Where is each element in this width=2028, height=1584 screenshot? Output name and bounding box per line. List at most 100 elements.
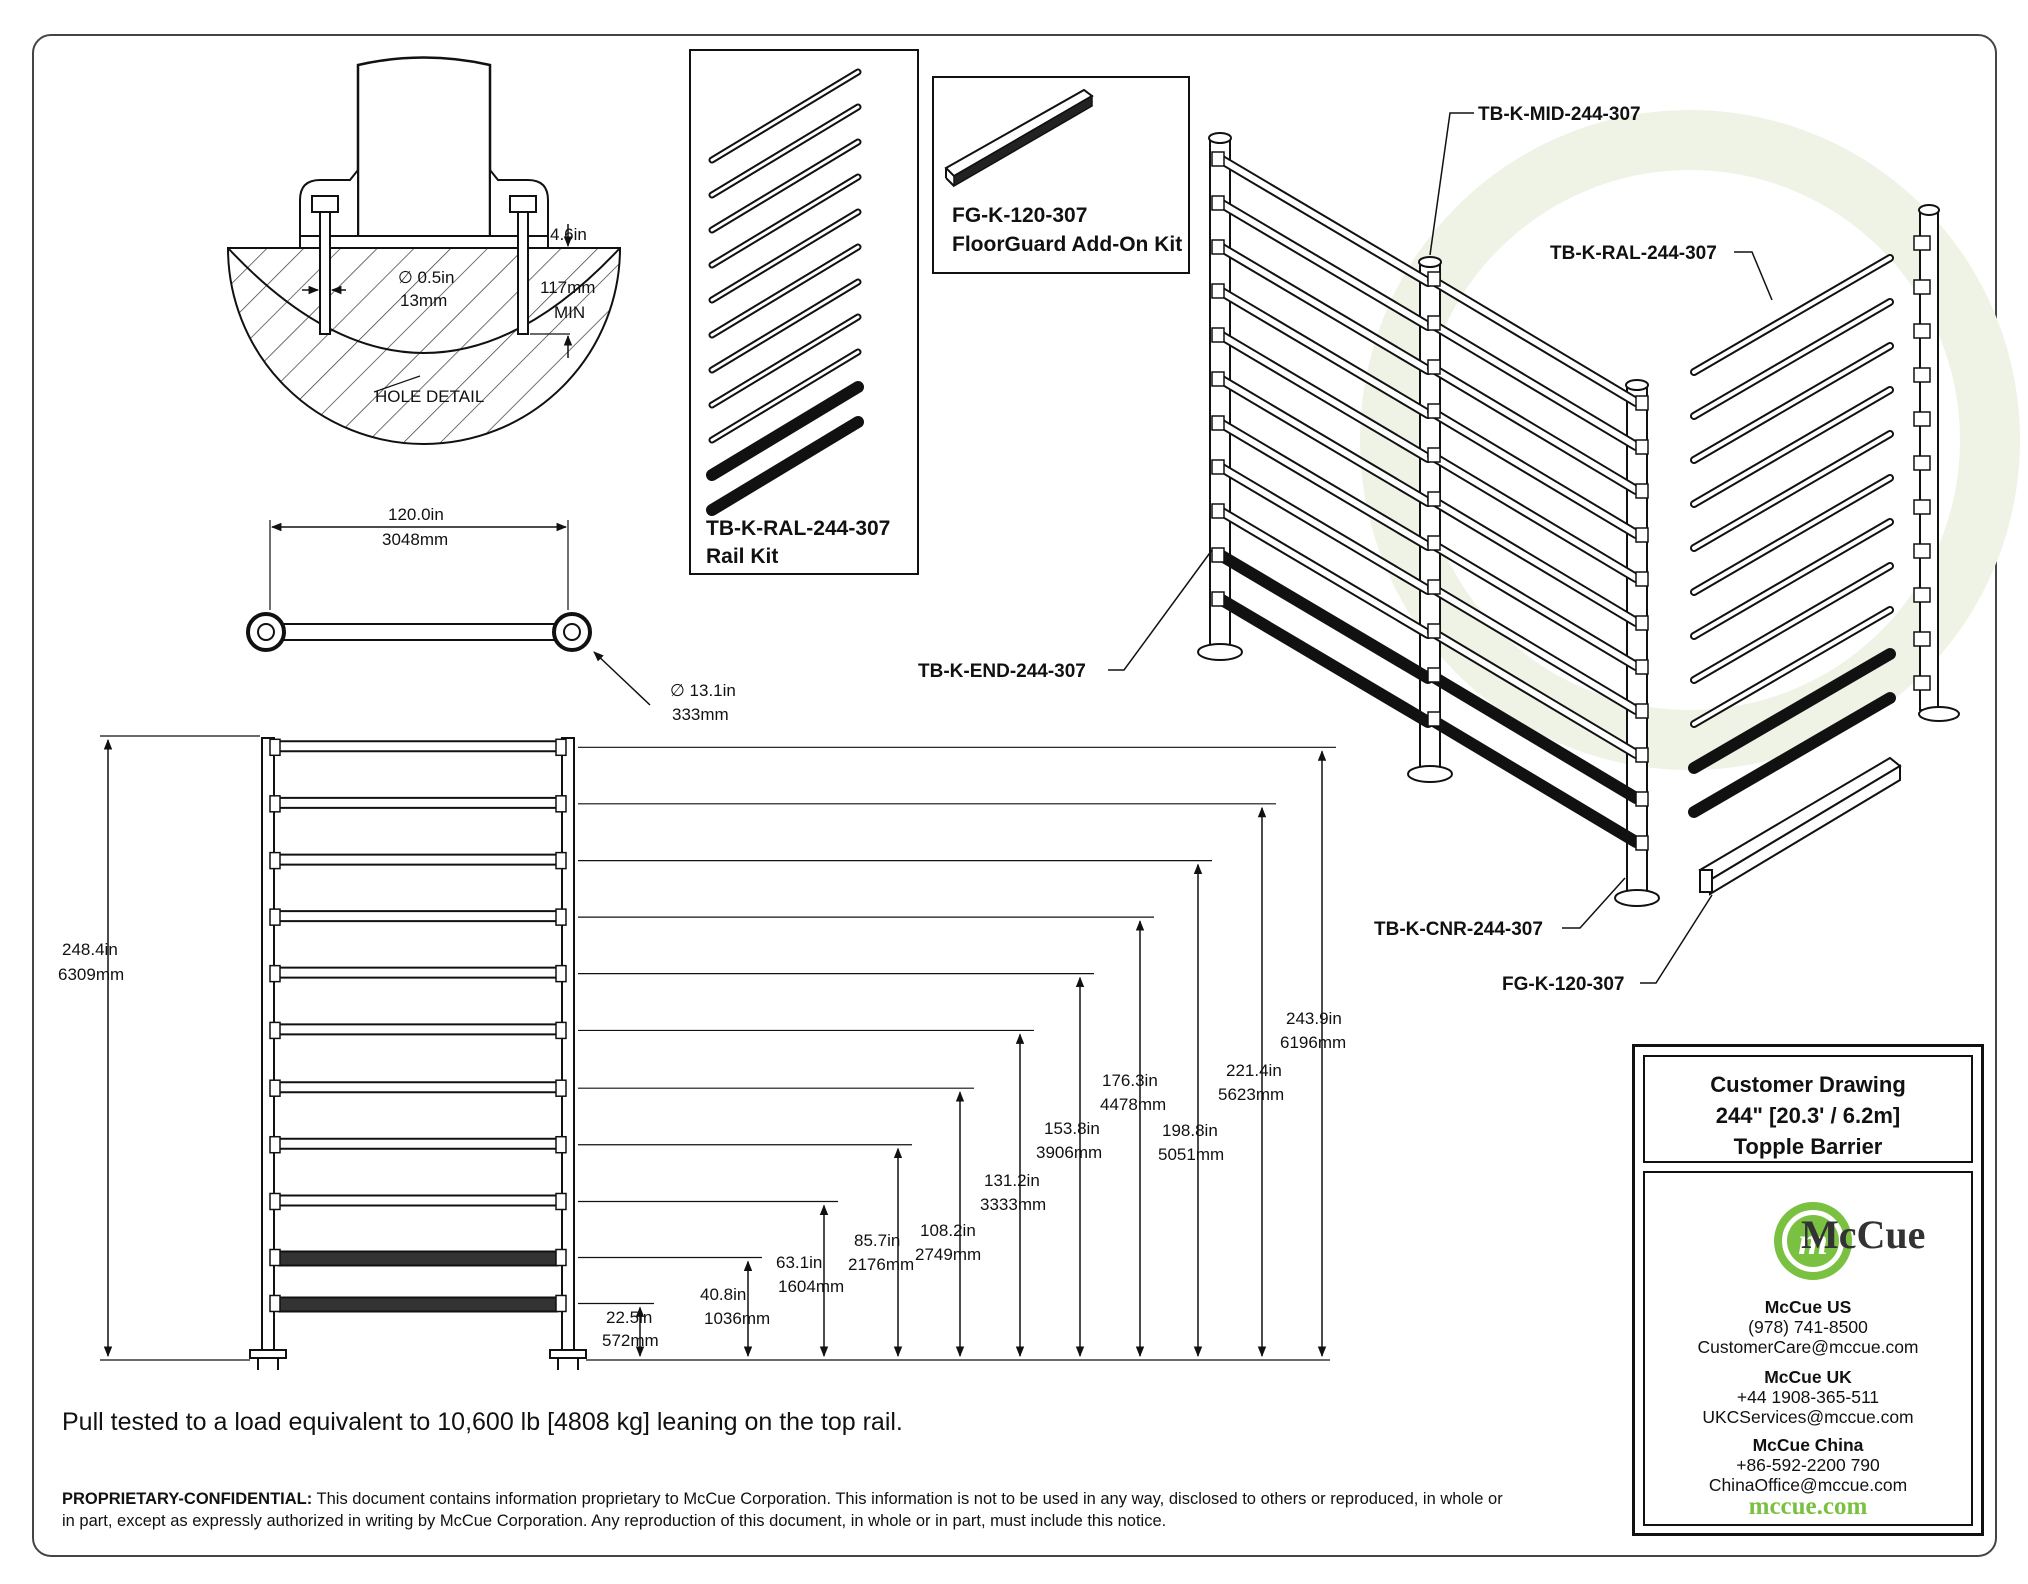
- exploded-rail-fill: [1692, 564, 1892, 682]
- exploded-connector: [1913, 543, 1931, 559]
- hole-detail: [226, 56, 622, 445]
- office-name: McCue China: [1752, 1435, 1864, 1455]
- website-link[interactable]: mccue.com: [1748, 1493, 1868, 1520]
- iso-rail-right-fill: [1429, 497, 1639, 625]
- kit-rail-highlight: [710, 245, 860, 337]
- iso-connector: [1635, 483, 1649, 499]
- top-width-in: 120.0in: [388, 505, 444, 524]
- office-phone: (978) 741-8500: [1748, 1317, 1868, 1337]
- iso-rail-left-fill: [1219, 377, 1431, 505]
- exploded-connector: [1913, 587, 1931, 603]
- isometric-assembly: [1197, 132, 1960, 907]
- iso-connector: [1211, 195, 1225, 211]
- iso-connector: [1211, 503, 1225, 519]
- front-rail: [275, 1081, 561, 1094]
- confidential-heading: PROPRIETARY-CONFIDENTIAL:: [62, 1490, 313, 1508]
- exploded-floorguard: [1698, 756, 1902, 896]
- front-rail: [275, 1250, 561, 1267]
- rail-connector: [269, 908, 281, 926]
- office-email: CustomerCare@mccue.com: [1697, 1337, 1919, 1357]
- mccue-logo: m McCue: [1703, 1201, 1925, 1281]
- exploded-connector: [1913, 499, 1931, 515]
- iso-connector: [1211, 239, 1225, 255]
- rail-height-in: 221.4in: [1226, 1061, 1282, 1080]
- iso-rail-right-fill: [1429, 277, 1639, 405]
- rail-connector: [269, 795, 281, 813]
- iso-connector: [1427, 711, 1441, 727]
- rail-height-in: 198.8in: [1162, 1121, 1218, 1140]
- iso-rail-right-fill: [1429, 365, 1639, 493]
- exploded-connector: [1913, 631, 1931, 647]
- top-width-mm: 3048mm: [382, 530, 448, 549]
- confidential-text: This document contains information propr…: [62, 1490, 1503, 1530]
- rail-connector: [269, 1135, 281, 1154]
- exploded-connector: [1913, 455, 1931, 471]
- iso-connector: [1635, 791, 1649, 807]
- exploded-rail-fill: [1692, 300, 1892, 418]
- iso-rail-right-fill: [1429, 541, 1639, 669]
- rail-connector: [555, 908, 567, 926]
- iso-rail-left-fill: [1219, 465, 1431, 593]
- iso-connector: [1211, 591, 1225, 607]
- rail-connector: [269, 1294, 281, 1313]
- exploded-rail: [1688, 692, 1896, 818]
- floorguard-illustration: [944, 88, 1094, 188]
- front-rail: [275, 1023, 561, 1036]
- title-line-3: Topple Barrier: [1733, 1134, 1883, 1159]
- logo-letter: m: [1798, 1221, 1828, 1263]
- rail-height-in: 85.7in: [854, 1231, 900, 1250]
- iso-rail-right-fill: [1429, 629, 1639, 757]
- hole-depth-mm: 117mm: [540, 278, 595, 297]
- rail-connector: [555, 964, 567, 983]
- iso-connector: [1635, 615, 1649, 631]
- front-rail: [275, 853, 561, 866]
- iso-rail-left: [1216, 550, 1434, 684]
- rail-kit-part: TB-K-RAL-244-307: [706, 517, 890, 540]
- kit-rail-highlight: [710, 175, 860, 267]
- overall-height-mm: 6309mm: [58, 965, 124, 984]
- iso-connector: [1427, 403, 1441, 419]
- rail-connector: [269, 1192, 281, 1211]
- load-test-note: Pull tested to a load equivalent to 10,6…: [62, 1408, 903, 1436]
- office-name: McCue UK: [1764, 1367, 1852, 1387]
- office-uk: McCue UK +44 1908-365-511 UKCServices@mc…: [1645, 1367, 1971, 1427]
- rail-height-mm: 4478mm: [1100, 1095, 1166, 1114]
- iso-connector: [1427, 491, 1441, 507]
- iso-connector: [1635, 571, 1649, 587]
- iso-rail-right: [1426, 670, 1642, 804]
- exploded-rail-fill: [1692, 476, 1892, 594]
- rail-height-in: 153.8in: [1044, 1119, 1100, 1138]
- iso-connector: [1211, 151, 1225, 167]
- front-rail: [275, 966, 561, 979]
- rail-height-in: 63.1in: [776, 1253, 822, 1272]
- callout-floorguard: FG-K-120-307: [1502, 974, 1625, 995]
- exploded-connector: [1913, 323, 1931, 339]
- rail-connector: [555, 1021, 567, 1040]
- callout-end-post: TB-K-END-244-307: [918, 661, 1086, 682]
- callout-rail: TB-K-RAL-244-307: [1550, 243, 1717, 264]
- iso-rail-right: [1426, 714, 1642, 848]
- iso-connector: [1635, 439, 1649, 455]
- rail-height-in: 176.3in: [1102, 1071, 1158, 1090]
- exploded-rail-fill: [1692, 388, 1892, 506]
- rail-height-mm: 572mm: [602, 1331, 659, 1350]
- rail-kit-name: Rail Kit: [706, 545, 778, 568]
- kit-rail-highlight: [710, 315, 860, 407]
- rail-height-in: 40.8in: [700, 1285, 746, 1304]
- rail-height-dimensions: 22.5in572mm40.8in1036mm63.1in1604mm85.7i…: [578, 746, 1346, 1358]
- base-diameter-in: ∅ 13.1in: [670, 681, 736, 700]
- kit-rail-highlight: [710, 70, 860, 162]
- iso-rail-left-fill: [1219, 509, 1431, 637]
- office-china: McCue China +86-592-2200 790 ChinaOffice…: [1645, 1435, 1971, 1495]
- iso-rail-left-fill: [1219, 201, 1431, 329]
- rail-connector: [555, 738, 567, 757]
- rail-height-mm: 3906mm: [1036, 1143, 1102, 1162]
- iso-rail-left-fill: [1219, 245, 1431, 373]
- iso-connector: [1427, 667, 1441, 683]
- exploded-rail-fill: [1692, 344, 1892, 462]
- iso-rail-left-fill: [1219, 421, 1431, 549]
- rail-connector: [269, 1079, 281, 1097]
- title-block: Customer Drawing 244" [20.3' / 6.2m] Top…: [1632, 1044, 1984, 1536]
- iso-connector: [1211, 371, 1225, 387]
- exploded-connector: [1913, 279, 1931, 295]
